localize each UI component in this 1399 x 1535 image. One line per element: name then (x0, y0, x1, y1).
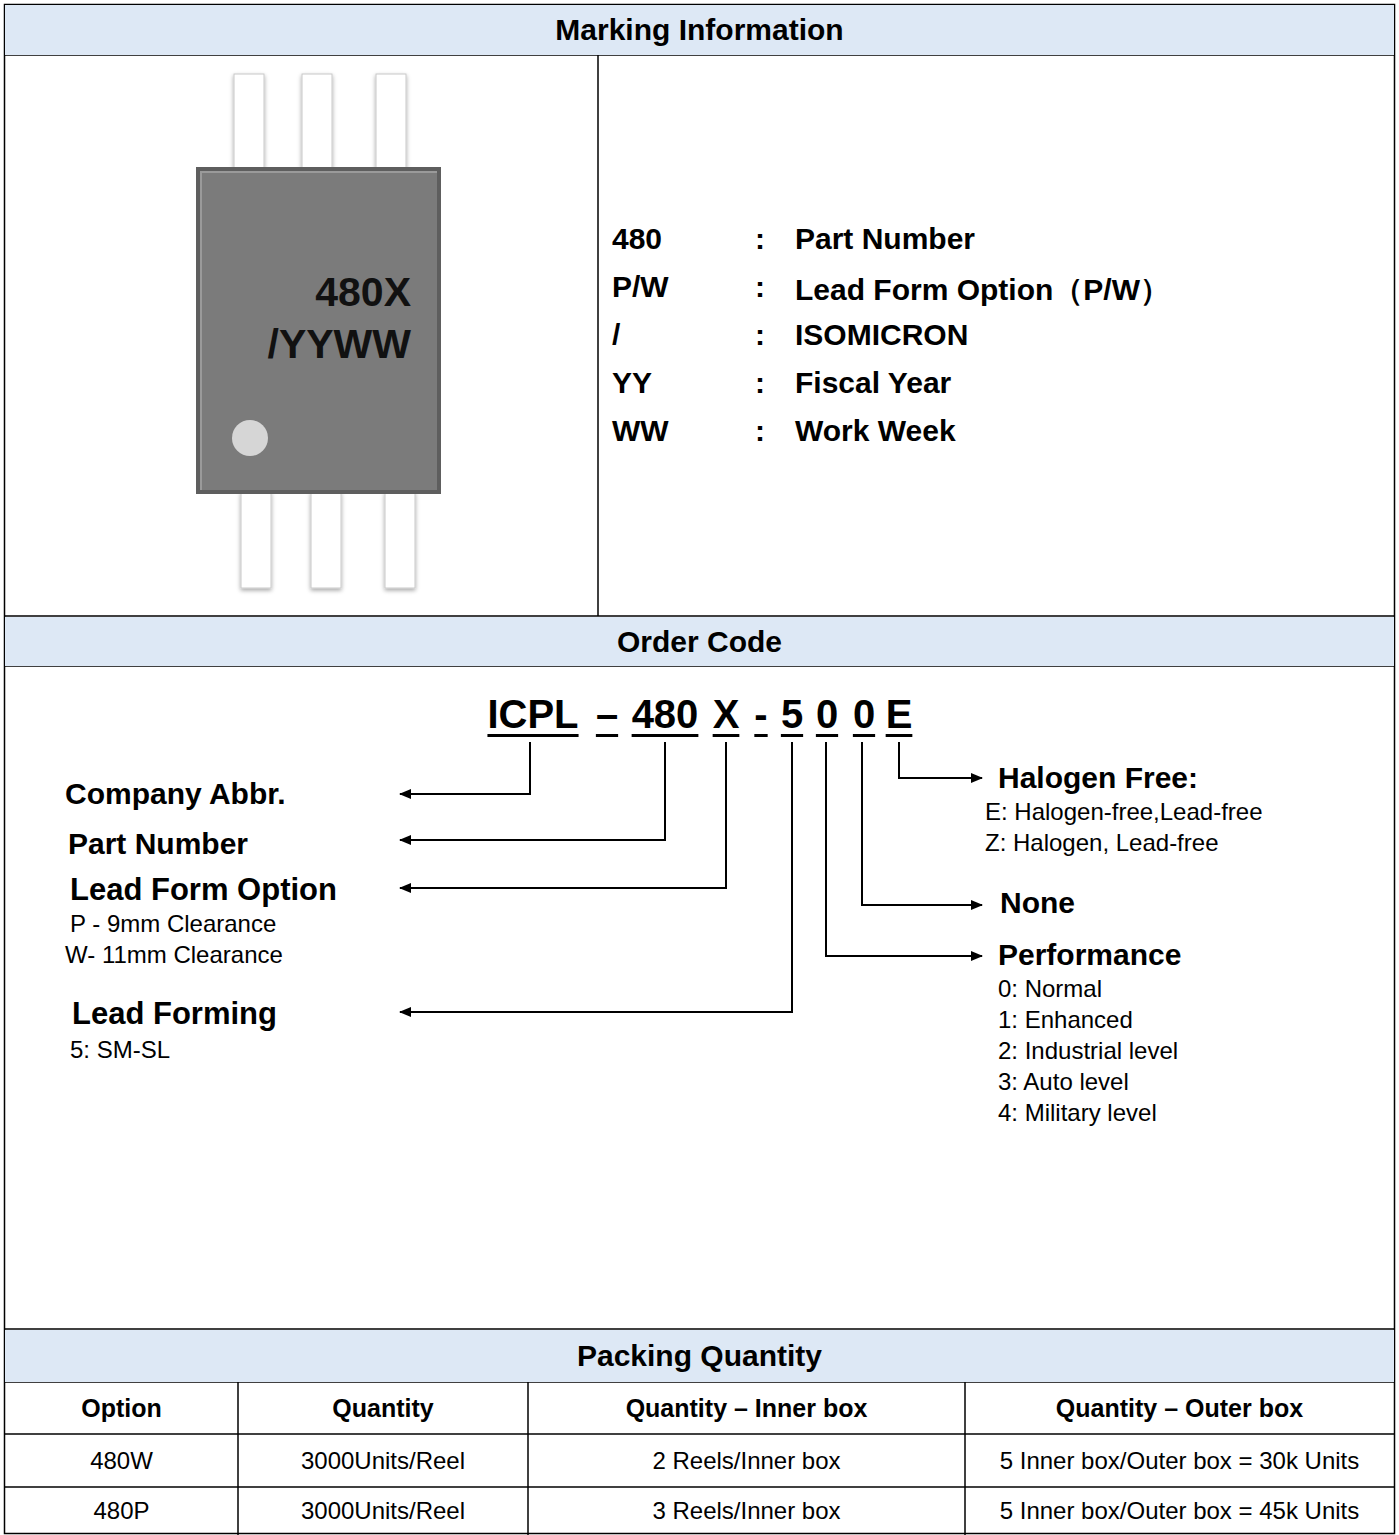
cell-text: 480W (90, 1447, 153, 1475)
field-name: None (1000, 886, 1075, 920)
field-option: 5: SM-SL (70, 1036, 170, 1064)
section-header: Order Code (5, 617, 1394, 666)
colon: : (755, 270, 765, 304)
table-cell: 3 Reels/Inner box (528, 1487, 965, 1535)
marking-key: P/W (612, 270, 669, 304)
pin1-dot (232, 420, 268, 456)
order-code-part: 5 (781, 692, 803, 737)
header-text: Marking Information (555, 13, 843, 47)
order-code-part: 0 (853, 692, 875, 737)
chip-package: 480X/YYWW (196, 167, 441, 494)
colon: : (755, 414, 765, 448)
cell-text: 3000Units/Reel (301, 1447, 465, 1475)
header-text: Packing Quantity (577, 1339, 822, 1373)
order-code-part: 0 (816, 692, 838, 737)
field-option: Z: Halogen, Lead-free (985, 829, 1218, 857)
field-option: 4: Military level (998, 1099, 1157, 1127)
leader-lines (400, 742, 982, 1012)
header-text: Order Code (617, 625, 782, 659)
cell-text: Option (81, 1394, 162, 1423)
order-code-part: 480 (632, 692, 699, 737)
marking-desc: Work Week (795, 414, 956, 448)
order-code-part: ICPL (487, 692, 578, 737)
cell-text: 5 Inner box/Outer box = 30k Units (1000, 1447, 1360, 1475)
cell-text: 5 Inner box/Outer box = 45k Units (1000, 1497, 1360, 1525)
marking-text: 480X (315, 269, 411, 316)
cell-text: 480P (93, 1497, 149, 1525)
colon: : (755, 366, 765, 400)
table-cell: Quantity (238, 1382, 528, 1434)
cell-text: Quantity – Inner box (626, 1394, 868, 1423)
cell-text: 2 Reels/Inner box (652, 1447, 840, 1475)
marking-key: YY (612, 366, 652, 400)
cell-text: Quantity (332, 1394, 433, 1423)
field-name: Performance (998, 938, 1181, 972)
field-option: E: Halogen-free,Lead-free (985, 798, 1263, 826)
field-name: Lead Forming (72, 996, 277, 1032)
field-option: W- 11mm Clearance (65, 941, 283, 969)
table-cell: 3000Units/Reel (238, 1434, 528, 1487)
section-lines (4, 55, 1395, 1535)
cell-text: 3 Reels/Inner box (652, 1497, 840, 1525)
marking-key: WW (612, 414, 669, 448)
marking-text: /YYWW (268, 321, 411, 368)
table-cell: 480P (5, 1487, 238, 1535)
field-option: 1: Enhanced (998, 1006, 1133, 1034)
table-cell: 5 Inner box/Outer box = 30k Units (965, 1434, 1394, 1487)
order-code-part: – (596, 692, 618, 737)
field-option: 2: Industrial level (998, 1037, 1178, 1065)
section-header: Packing Quantity (5, 1330, 1394, 1382)
order-code-part: - (754, 692, 767, 737)
table-cell: Option (5, 1382, 238, 1434)
field-name: Company Abbr. (65, 777, 286, 811)
marking-key: / (612, 318, 620, 352)
field-option: 3: Auto level (998, 1068, 1129, 1096)
marking-desc: Lead Form Option（P/W） (795, 270, 1170, 311)
table-cell: 3000Units/Reel (238, 1487, 528, 1535)
marking-key: 480 (612, 222, 662, 256)
marking-desc: ISOMICRON (795, 318, 968, 352)
table-cell: 2 Reels/Inner box (528, 1434, 965, 1487)
table-cell: Quantity – Outer box (965, 1382, 1394, 1434)
marking-desc: Fiscal Year (795, 366, 951, 400)
table-cell: 5 Inner box/Outer box = 45k Units (965, 1487, 1394, 1535)
table-cell: 480W (5, 1434, 238, 1487)
field-name: Part Number (68, 827, 248, 861)
colon: : (755, 222, 765, 256)
order-code-part: E (886, 692, 913, 737)
outer-border (5, 5, 1395, 1534)
field-name: Lead Form Option (70, 872, 337, 908)
colon: : (755, 318, 765, 352)
table-cell: Quantity – Inner box (528, 1382, 965, 1434)
cell-text: Quantity – Outer box (1056, 1394, 1303, 1423)
order-code-part: X (713, 692, 740, 737)
field-option: P - 9mm Clearance (70, 910, 276, 938)
field-name: Halogen Free: (998, 761, 1198, 795)
marking-desc: Part Number (795, 222, 975, 256)
section-header: Marking Information (5, 5, 1394, 55)
cell-text: 3000Units/Reel (301, 1497, 465, 1525)
field-option: 0: Normal (998, 975, 1102, 1003)
